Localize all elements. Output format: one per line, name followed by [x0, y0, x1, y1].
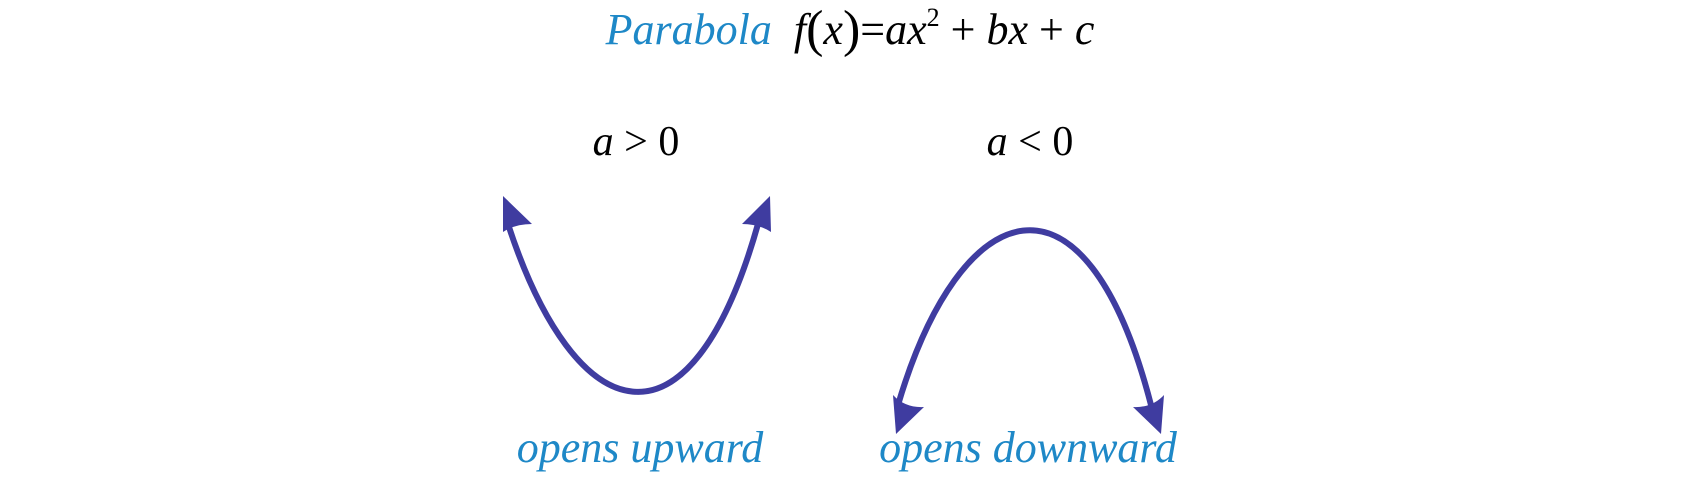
formula-plus-2: + — [1039, 5, 1064, 54]
downward-left-arrowhead — [893, 395, 924, 434]
caption-opens-downward: opens downward — [879, 423, 1177, 472]
formula-f: f — [793, 5, 807, 54]
formula-lparen: ( — [806, 1, 824, 58]
formula-x-squared: x — [907, 5, 927, 54]
cond-down-op: < — [1018, 119, 1042, 165]
formula-equals: = — [860, 5, 886, 54]
condition-a-negative: a < 0 — [880, 112, 1180, 172]
downward-parabola-curve — [895, 227, 1154, 408]
formula-bx: x — [1008, 5, 1028, 54]
cond-up-val: 0 — [658, 119, 680, 165]
cond-up-op: > — [624, 119, 648, 165]
formula-plus-1: + — [950, 5, 976, 54]
formula-b: b — [986, 5, 1009, 54]
condition-a-positive: a > 0 — [486, 112, 786, 172]
upward-parabola-curve — [505, 221, 761, 395]
formula-c: c — [1074, 5, 1095, 54]
formula-x: x — [823, 5, 843, 54]
formula-exponent: 2 — [926, 3, 940, 32]
formula-a: a — [885, 5, 908, 54]
cond-down-var: a — [986, 119, 1008, 165]
cond-down-val: 0 — [1052, 119, 1074, 165]
formula-rparen: ) — [842, 1, 861, 58]
cond-up-var: a — [592, 119, 614, 165]
caption-opens-upward: opens upward — [516, 423, 764, 472]
upward-left-arrowhead — [503, 196, 532, 232]
parabola-formula: f(x)=ax2 + bx + c — [793, 1, 1095, 58]
downward-right-arrowhead — [1133, 395, 1164, 434]
title-word: Parabola — [605, 5, 772, 54]
upward-right-arrowhead — [742, 196, 771, 232]
